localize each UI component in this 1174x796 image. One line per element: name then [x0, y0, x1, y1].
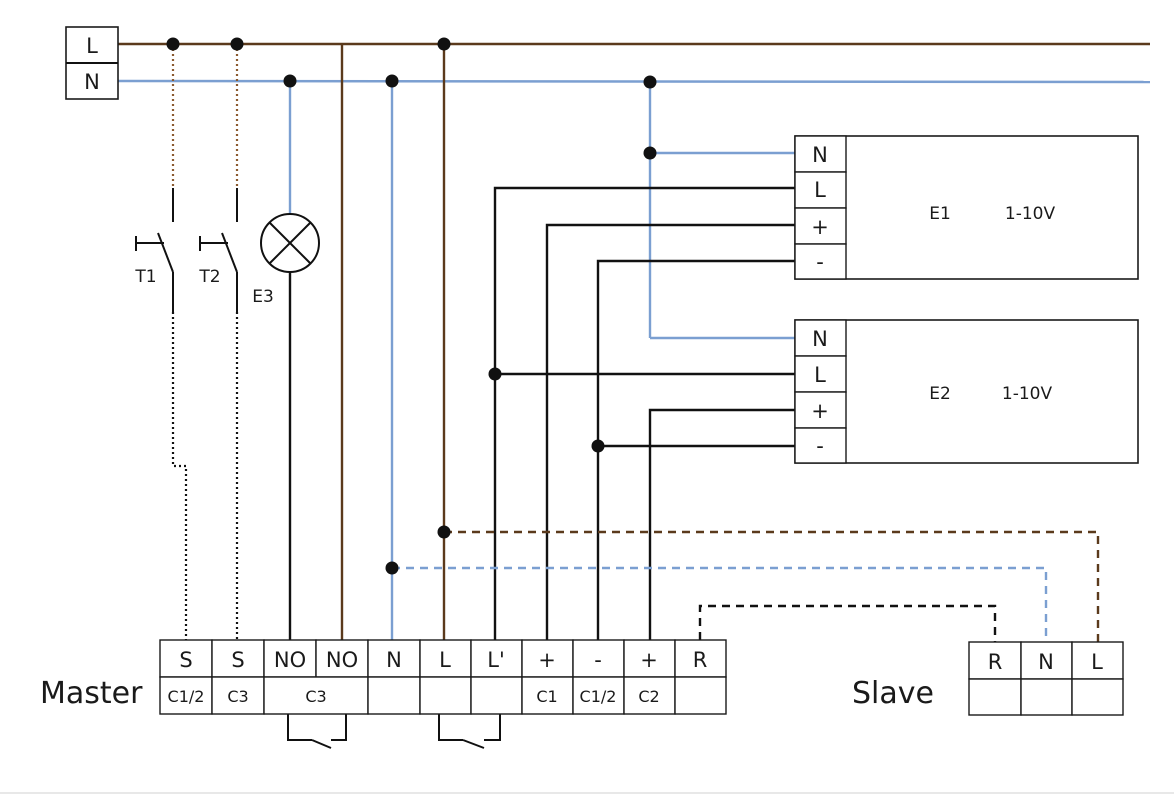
- e1-terminal-plus: +: [811, 215, 829, 239]
- junction-dot: [437, 37, 451, 51]
- slave-block: R N L Slave: [852, 641, 1124, 716]
- junction-dot: [385, 561, 399, 575]
- master-channel-c12-a: C1/2: [168, 687, 205, 706]
- junction-dot: [230, 37, 244, 51]
- supply-terminal: L N: [65, 26, 119, 100]
- master-terminal-s1: S: [179, 648, 192, 672]
- e2-terminal-l: L: [814, 363, 826, 387]
- device-e1: N L + - E1 1-10V: [794, 135, 1139, 280]
- master-channel-c3-b: C3: [305, 687, 326, 706]
- e2-type: 1-10V: [1002, 384, 1053, 404]
- t2-label: T2: [198, 267, 220, 287]
- r-link-wire: [698, 604, 997, 642]
- junction-dot: [283, 74, 297, 88]
- e1-terminal-minus: -: [816, 250, 824, 274]
- master-channel-c12-b: C1/2: [580, 687, 617, 706]
- master-channel-c2: C2: [638, 687, 659, 706]
- master-terminal-plus-c1: +: [538, 648, 556, 672]
- master-block: S S NO NO N L L' + - + R C1/2 C3 C3 C1 C…: [40, 639, 727, 715]
- relay-contact-c3: [287, 714, 312, 741]
- junction-dot: [643, 146, 657, 160]
- c1-plus-wire: [545, 223, 795, 640]
- relay-contact-l: [438, 714, 463, 741]
- junction-dot: [385, 74, 399, 88]
- junction-dots: [166, 37, 657, 575]
- master-terminal-r: R: [693, 648, 708, 672]
- device-e2: N L + - E2 1-10V: [794, 319, 1139, 464]
- e2-terminal-n: N: [812, 327, 828, 351]
- n-link-wire: [392, 566, 1048, 642]
- relay-contact-l-blade: [462, 739, 485, 749]
- switch-t2: T2: [198, 188, 238, 312]
- supply-n-label: N: [84, 70, 100, 94]
- wires: [117, 42, 1151, 749]
- e2-box: [794, 319, 1139, 464]
- t1-to-master-wire: [171, 312, 188, 640]
- c2-plus-wire: [648, 408, 795, 640]
- c12-minus-wire: [596, 259, 795, 640]
- master-label: Master: [40, 676, 143, 711]
- l-prime-wire: [493, 186, 795, 640]
- relay-contact-c3-blade: [311, 739, 332, 749]
- e2-terminal-plus: +: [811, 399, 829, 423]
- relay-contact-c3-end: [331, 714, 347, 741]
- slave-terminal-r: R: [988, 650, 1003, 674]
- slave-terminal-l: L: [1091, 650, 1103, 674]
- e2-name: E2: [929, 384, 951, 404]
- e3-label: E3: [252, 287, 274, 307]
- e1-type: 1-10V: [1005, 204, 1056, 224]
- master-terminal-minus: -: [594, 648, 602, 672]
- t1-label: T1: [134, 267, 156, 287]
- n-bus-wire: [117, 79, 1151, 84]
- slave-label: Slave: [852, 676, 934, 711]
- relay-contact-l-end: [484, 714, 501, 741]
- e1-name: E1: [929, 204, 951, 224]
- junction-dot: [488, 367, 502, 381]
- master-terminal-l-prime: L': [487, 648, 504, 672]
- switch-t1: T1: [134, 188, 174, 312]
- e1-terminal-n: N: [812, 143, 828, 167]
- junction-dot: [591, 439, 605, 453]
- e1-terminal-l: L: [814, 178, 826, 202]
- supply-l-label: L: [86, 34, 98, 58]
- lamp-e3: E3: [252, 213, 320, 307]
- l-link-wire: [444, 530, 1100, 642]
- master-channel-c3-a: C3: [227, 687, 248, 706]
- junction-dot: [166, 37, 180, 51]
- slave-terminal-n: N: [1038, 650, 1054, 674]
- junction-dot: [437, 525, 451, 539]
- master-terminal-l: L: [439, 648, 451, 672]
- master-terminal-n: N: [386, 648, 402, 672]
- master-terminal-plus-c2: +: [640, 648, 658, 672]
- master-terminal-s2: S: [231, 648, 244, 672]
- master-terminal-no2: NO: [326, 648, 358, 672]
- e2-terminal-minus: -: [816, 434, 824, 458]
- master-channel-c1: C1: [536, 687, 557, 706]
- junction-dot: [643, 75, 657, 89]
- master-terminal-no1: NO: [274, 648, 306, 672]
